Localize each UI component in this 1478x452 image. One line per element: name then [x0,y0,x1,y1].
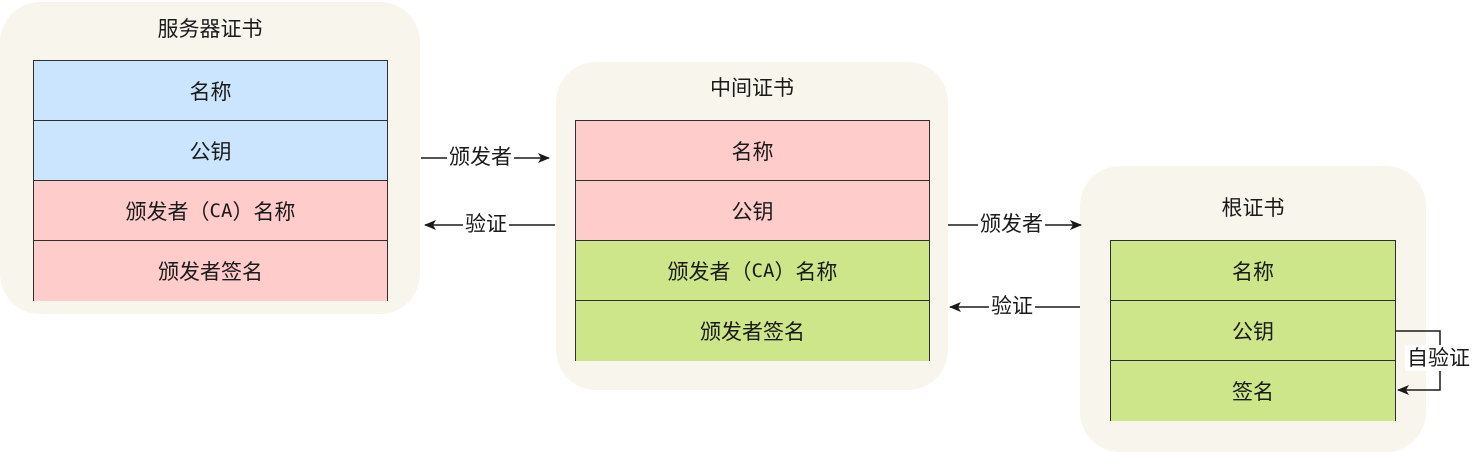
issuer-suffix: ）名称 [232,199,296,224]
server-cert-issuer-signature-row: 颁发者签名 [34,241,387,301]
issuer-label-1: 颁发者 [447,144,514,170]
issuer-ca: CA [209,199,233,222]
root-cert-table: 名称 公钥 签名 [1110,240,1396,421]
root-cert-name-row: 名称 [1111,241,1395,301]
issuer-label-2: 颁发者 [978,211,1045,237]
issuer-ca: CA [751,259,775,282]
issuer-prefix: 颁发者（ [125,199,210,224]
intermediate-cert-issuer-signature-row: 颁发者签名 [576,301,929,361]
issuer-suffix: ）名称 [774,259,838,284]
root-cert-public-key-row: 公钥 [1111,301,1395,361]
root-cert-title: 根证书 [1221,196,1285,220]
verify-label-1: 验证 [463,211,509,237]
issuer-prefix: 颁发者（ [667,259,752,284]
verify-label-2: 验证 [989,293,1035,319]
server-cert-name-row: 名称 [34,61,387,121]
intermediate-cert-name-row: 名称 [576,121,929,181]
intermediate-cert-issuer-name-row: 颁发者（CA）名称 [576,241,929,301]
intermediate-cert-table: 名称 公钥 颁发者（CA）名称 颁发者签名 [575,120,930,361]
intermediate-cert-public-key-row: 公钥 [576,181,929,241]
server-cert-table: 名称 公钥 颁发者（CA）名称 颁发者签名 [33,60,388,301]
root-cert-signature-row: 签名 [1111,361,1395,421]
server-cert-public-key-row: 公钥 [34,121,387,181]
intermediate-cert-title: 中间证书 [710,76,794,100]
server-cert-issuer-name-row: 颁发者（CA）名称 [34,181,387,241]
self-verify-label: 自验证 [1405,345,1472,371]
server-cert-title: 服务器证书 [157,17,263,41]
